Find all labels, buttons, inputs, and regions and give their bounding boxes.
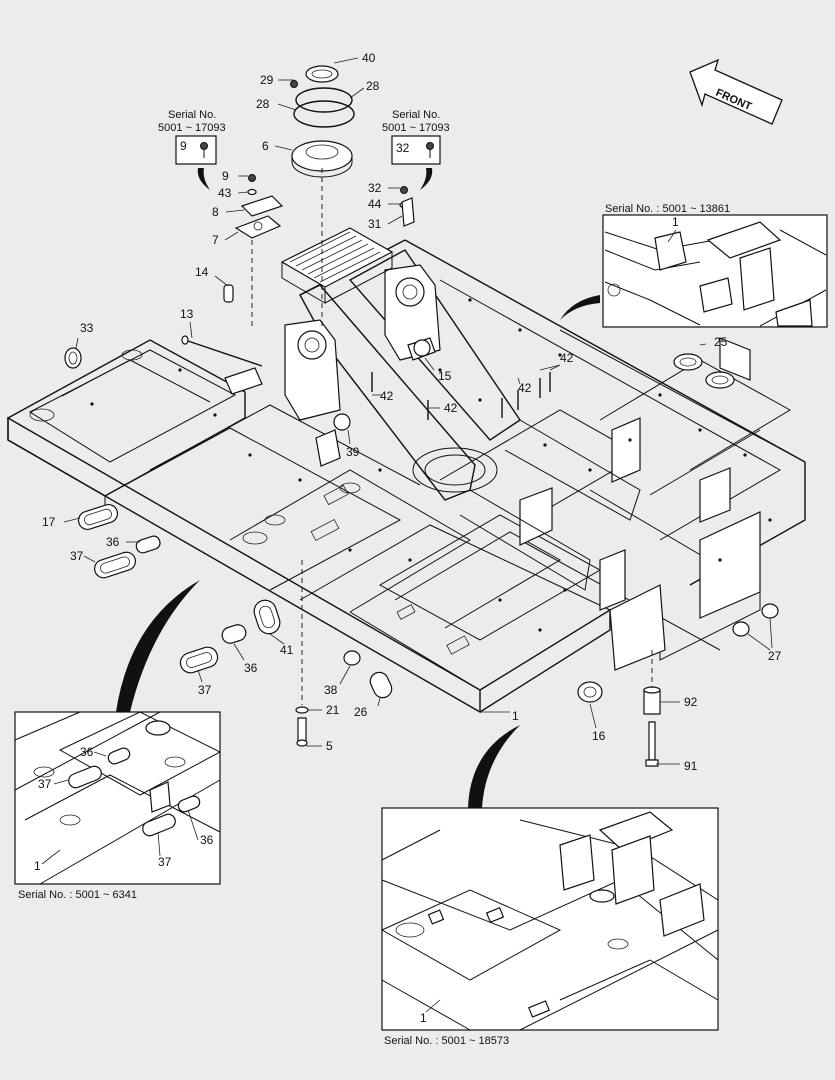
callout-1: 1 — [512, 709, 519, 723]
callout-7: 7 — [212, 233, 219, 247]
callout-28-left: 28 — [256, 97, 270, 111]
callout-39: 39 — [346, 445, 360, 459]
inset-bl-callout-37a: 37 — [38, 777, 52, 791]
inset-br-serial: Serial No. : 5001 ~ 18573 — [384, 1035, 509, 1047]
callout-9: 9 — [222, 169, 229, 183]
inset-tr-serial: Serial No. : 5001 ~ 13861 — [605, 203, 730, 215]
callout-92: 92 — [684, 695, 698, 709]
callout-37-b: 37 — [198, 683, 212, 697]
callout-42-b: 42 — [444, 401, 458, 415]
left-bracket-parts — [234, 174, 284, 330]
main-frame — [7, 227, 806, 714]
callout-43: 43 — [218, 186, 232, 200]
callout-44: 44 — [368, 197, 382, 211]
callout-29: 29 — [260, 73, 274, 87]
inset-bl-serial: Serial No. : 5001 ~ 6341 — [18, 889, 137, 901]
callout-42-d: 42 — [560, 351, 574, 365]
callout-14: 14 — [195, 265, 209, 279]
callout-40: 40 — [362, 51, 376, 65]
callout-9-box: 9 — [180, 139, 187, 153]
inset-tr-callout-1: 1 — [672, 215, 679, 229]
callout-5: 5 — [326, 739, 333, 753]
callout-33: 33 — [80, 321, 94, 335]
callout-8: 8 — [212, 205, 219, 219]
callout-32-box: 32 — [396, 141, 410, 155]
inset-bl-callout-36b: 36 — [200, 833, 214, 847]
inset-bl-callout-37b: 37 — [158, 855, 172, 869]
inset-bl-callout-36a: 36 — [80, 745, 94, 759]
serial-box-right: Serial No. 5001 ~ 17093 32 — [382, 109, 450, 190]
callout-numbers: 40 29 28 28 6 9 43 8 7 32 44 31 14 13 33… — [42, 51, 782, 773]
front-arrow: FRONT — [689, 58, 783, 125]
callout-16: 16 — [592, 729, 606, 743]
callout-28-right: 28 — [366, 79, 380, 93]
callout-25: 25 — [714, 335, 728, 349]
callout-42-c: 42 — [518, 381, 532, 395]
callout-36-a: 36 — [106, 535, 120, 549]
callout-17: 17 — [42, 515, 56, 529]
swing-bearing-parts — [290, 65, 355, 330]
serial-right-range: 5001 ~ 17093 — [382, 122, 450, 134]
callout-37-a: 37 — [70, 549, 84, 563]
callout-13: 13 — [180, 307, 194, 321]
callout-38: 38 — [324, 683, 338, 697]
callout-27: 27 — [768, 649, 782, 663]
callout-31: 31 — [368, 217, 382, 231]
right-bracket-parts — [399, 186, 415, 227]
serial-right-title: Serial No. — [392, 109, 440, 121]
callout-26: 26 — [354, 705, 368, 719]
leader-lines — [63, 57, 773, 765]
loose-parts — [64, 347, 779, 767]
callout-32: 32 — [368, 181, 382, 195]
callout-42-a: 42 — [380, 389, 394, 403]
callout-21: 21 — [326, 703, 340, 717]
serial-left-range: 5001 ~ 17093 — [158, 122, 226, 134]
serial-left-title: Serial No. — [168, 109, 216, 121]
callout-91: 91 — [684, 759, 698, 773]
inset-bottom-left: 36 37 36 37 1 Serial No. : 5001 ~ 6341 — [14, 580, 222, 901]
callout-6: 6 — [262, 139, 269, 153]
callout-15: 15 — [438, 369, 452, 383]
callout-41: 41 — [280, 643, 294, 657]
callout-36-b: 36 — [244, 661, 258, 675]
inset-top-right: Serial No. : 5001 ~ 13861 1 — [560, 203, 828, 328]
serial-box-left: Serial No. 5001 ~ 17093 9 — [158, 109, 226, 190]
inset-br-callout-1: 1 — [420, 1011, 427, 1025]
inset-bottom-right: 1 Serial No. : 5001 ~ 18573 — [380, 725, 719, 1047]
inset-bl-callout-1: 1 — [34, 859, 41, 873]
